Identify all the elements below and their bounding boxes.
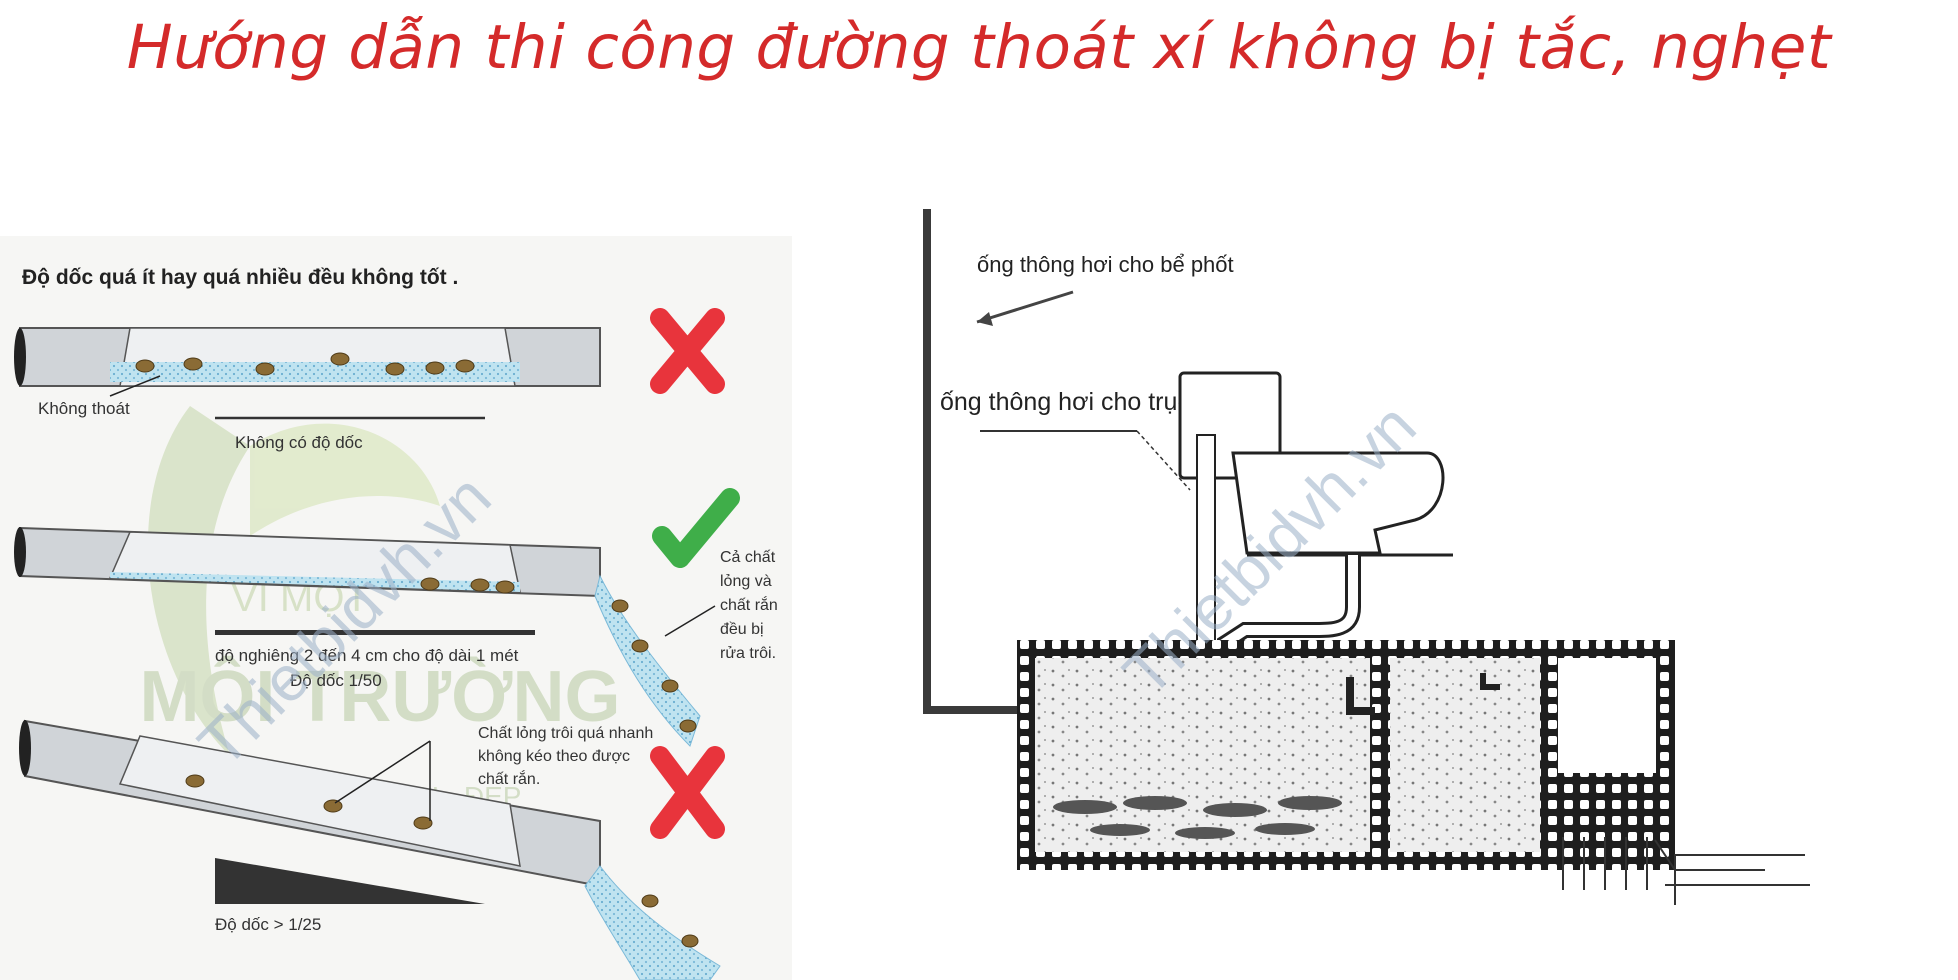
water-outflow: [594, 574, 701, 747]
septic-vent-diagram: ống thông hơi cho bể phốt ống thông hơi …: [923, 209, 1810, 905]
panel2-note-line-4: đều bị: [720, 621, 764, 638]
cross-icon: [650, 308, 725, 394]
check-icon: [652, 488, 740, 568]
sewage-chamber-2: [1390, 658, 1540, 852]
panel1-slope-label: Không có độ dốc: [235, 433, 363, 452]
panel3-note-line-2: không kéo theo được: [478, 748, 630, 765]
panel2-note-line-2: lỏng và: [720, 573, 772, 590]
sewage-chamber-1: [1035, 658, 1370, 852]
filter-chamber: [1558, 658, 1656, 773]
panel1-note: Không thoát: [38, 399, 130, 418]
panel-no-slope: Không thoát Không có độ dốc: [14, 308, 725, 452]
panel-too-steep: Chất lỏng trôi quá nhanh không kéo theo …: [19, 719, 725, 980]
arrow-icon: [977, 312, 993, 326]
septic-tank: [1017, 640, 1675, 870]
panel2-note-line-1: Cả chất: [720, 549, 776, 566]
panel3-note-line-3: chất rắn.: [478, 769, 540, 788]
septic-vent-pipe: [923, 209, 1034, 714]
panel2-note-line-3: chất rắn: [720, 595, 778, 614]
panel2-slope-label-1: độ nghiêng 2 đến 4 cm cho độ dài 1 mét: [215, 646, 519, 665]
panel-correct-slope: Cả chất lỏng và chất rắn đều bị rửa trôi…: [14, 488, 778, 747]
drainage-outlet: [1562, 837, 1810, 905]
water: [110, 362, 520, 382]
logo-line-2: MÔI TRƯỜNG: [139, 656, 620, 737]
water-outflow: [584, 865, 721, 980]
panel2-note-line-5: rửa trôi.: [720, 645, 776, 662]
left-heading: Độ dốc quá ít hay quá nhiều đều không tố…: [22, 266, 458, 289]
panel2-slope-label-2: Độ dốc 1/50: [290, 671, 382, 690]
page-title: Hướng dẫn thi công đường thoát xí không …: [126, 12, 1832, 83]
panel3-slope-label: Độ dốc > 1/25: [215, 915, 321, 934]
pipe-slope-diagram: VI MỘT MÔI TRƯỜNG XANH - SẠCH - ĐẸP Độ d…: [0, 236, 792, 980]
panel3-note-line-1: Chất lỏng trôi quá nhanh: [478, 725, 653, 742]
cross-icon: [650, 746, 725, 839]
label-vent-shaft: ống thông hơi cho trục: [940, 388, 1190, 416]
label-vent-tank: ống thông hơi cho bể phốt: [977, 252, 1234, 277]
